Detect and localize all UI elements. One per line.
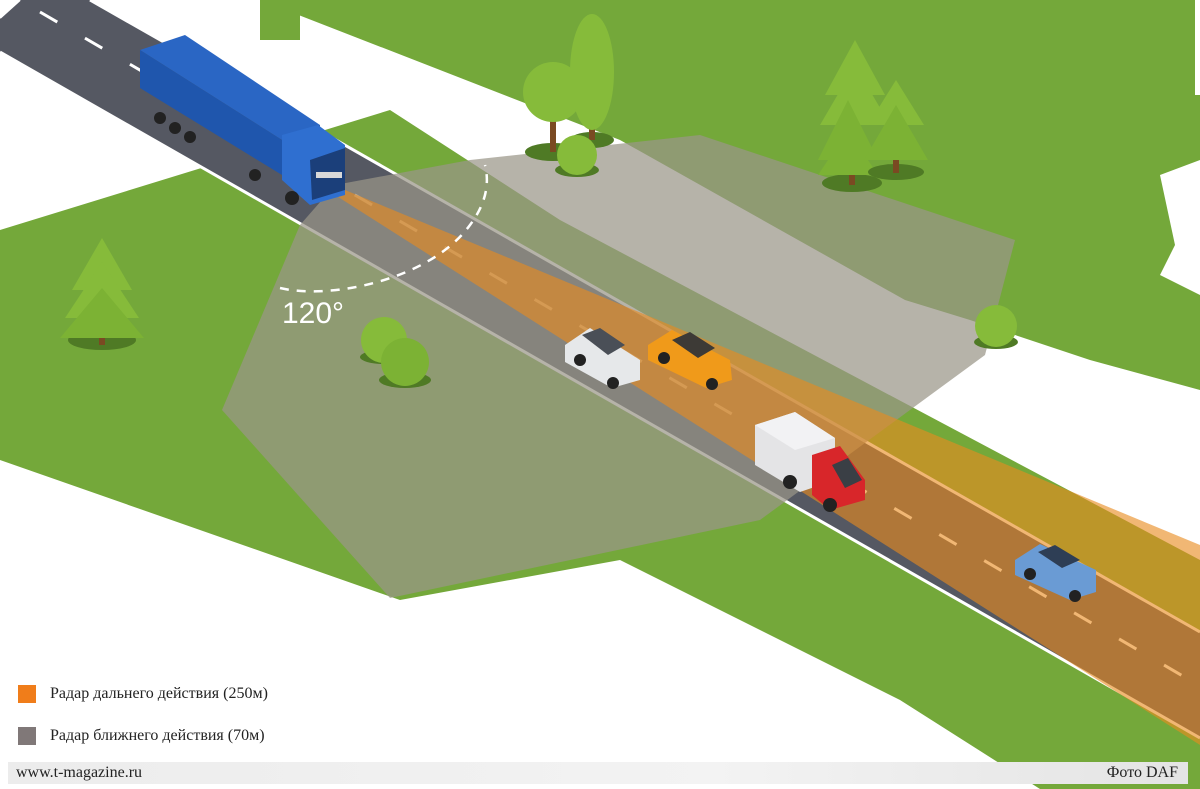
legend-swatch-gray <box>18 727 36 745</box>
radar-angle-label: 120° <box>282 297 344 330</box>
photo-credit: Фото DAF <box>1107 764 1178 782</box>
site-url[interactable]: www.t-magazine.ru <box>16 764 142 782</box>
legend-item-short-range: Радар ближнего действия (70м) <box>18 725 268 747</box>
legend: Радар дальнего действия (250м) Радар бли… <box>18 683 268 767</box>
legend-swatch-orange <box>18 685 36 703</box>
footer-bar: www.t-magazine.ru Фото DAF <box>8 762 1188 784</box>
legend-label: Радар дальнего действия (250м) <box>50 685 268 703</box>
legend-item-long-range: Радар дальнего действия (250м) <box>18 683 268 705</box>
legend-label: Радар ближнего действия (70м) <box>50 727 265 745</box>
